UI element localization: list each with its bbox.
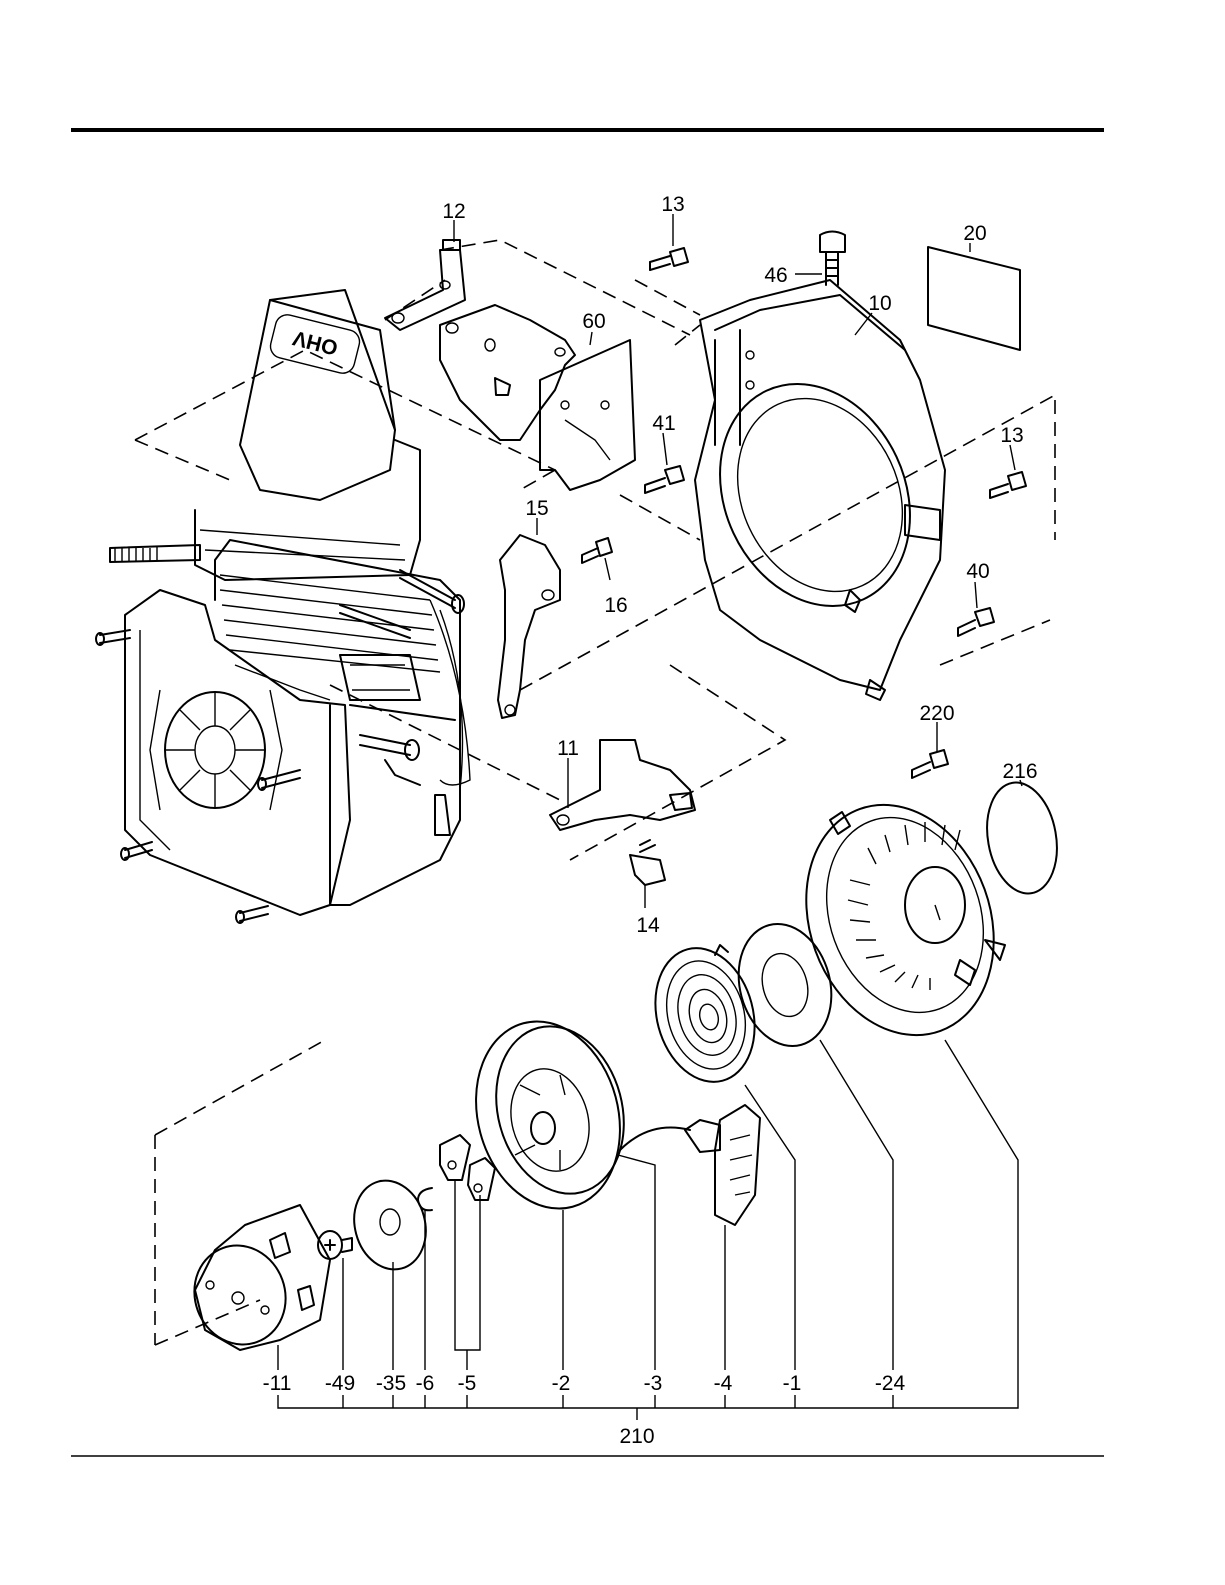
bolt-220 <box>912 750 948 778</box>
label-13-right: 13 <box>1000 424 1023 447</box>
label-sub-2: -2 <box>552 1372 571 1395</box>
bracket-15 <box>498 535 560 718</box>
label-216: 216 <box>1002 760 1037 783</box>
label-14: 14 <box>636 914 660 937</box>
label-sub-1: -1 <box>783 1372 802 1395</box>
bolt-13b <box>990 472 1026 498</box>
label-sub-49: -49 <box>325 1372 355 1395</box>
bolt-41 <box>645 466 684 493</box>
label-15: 15 <box>525 497 548 520</box>
bolt-14 <box>630 840 665 885</box>
label-16: 16 <box>604 594 627 617</box>
label-sub-35: -35 <box>376 1372 406 1395</box>
friction-plate <box>345 1172 436 1277</box>
label-40: 40 <box>966 560 989 583</box>
label-sub-3: -3 <box>644 1372 663 1395</box>
label-220: 220 <box>919 702 954 725</box>
label-12: 12 <box>442 200 465 223</box>
washer-1 <box>725 913 844 1056</box>
bolt-40 <box>958 608 994 636</box>
washer-216 <box>979 777 1065 899</box>
engine-block: OHV <box>96 290 470 923</box>
label-sub-6: -6 <box>416 1372 435 1395</box>
starter-handle <box>685 1105 760 1225</box>
label-sub-24: -24 <box>875 1372 906 1395</box>
screw-49 <box>318 1231 352 1259</box>
ratchet-pawls <box>440 1135 495 1200</box>
label-sub-5: -5 <box>458 1372 477 1395</box>
bolt-16 <box>582 538 612 563</box>
bolt-46 <box>820 232 845 286</box>
label-sub-4: -4 <box>714 1372 733 1395</box>
label-plate-20 <box>928 247 1020 350</box>
label-20: 20 <box>963 222 986 245</box>
label-13-top: 13 <box>661 193 684 216</box>
plate-60 <box>540 340 635 490</box>
bolt-13a <box>650 248 688 270</box>
label-41: 41 <box>652 412 675 435</box>
reel-cover <box>181 1205 330 1357</box>
label-10: 10 <box>868 292 891 315</box>
label-60: 60 <box>582 310 605 333</box>
label-assembly-210: 210 <box>619 1425 654 1448</box>
label-11: 11 <box>557 737 579 760</box>
label-46: 46 <box>764 264 787 287</box>
fan-housing-10 <box>685 280 945 700</box>
bracket-12 <box>385 240 465 330</box>
label-sub-11: -11 <box>263 1372 292 1395</box>
